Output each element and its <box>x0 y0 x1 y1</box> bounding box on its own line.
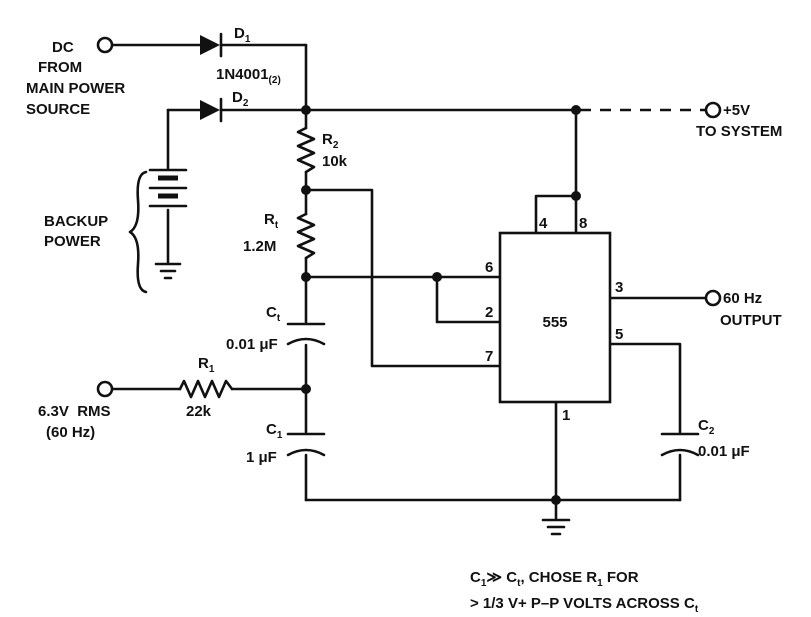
ground-battery <box>154 262 182 280</box>
ac-input-freq: (60 Hz) <box>46 424 95 441</box>
pin-5-label: 5 <box>615 326 623 343</box>
junctions <box>301 105 581 505</box>
r1-input-label: R1 <box>198 355 215 375</box>
c2-label: C2 <box>698 417 715 437</box>
capacitor-ct <box>286 322 326 346</box>
c2-value: 0.01 μF <box>698 443 750 460</box>
r1-input-value: 22k <box>186 403 212 420</box>
resistor-r1-upper <box>296 212 316 260</box>
capacitor-c1 <box>286 432 326 457</box>
pin-4-label: 4 <box>539 215 548 232</box>
ic-555-label: 555 <box>542 314 567 331</box>
svg-text:FROM: FROM <box>38 59 82 76</box>
c1-value: 1 μF <box>246 449 277 466</box>
svg-text:BACKUP: BACKUP <box>44 213 108 230</box>
pin-7-label: 7 <box>485 348 493 365</box>
r2-value: 10k <box>322 153 348 170</box>
pin-1-label: 1 <box>562 407 570 424</box>
ground-main <box>541 518 571 536</box>
r2-label: R2 <box>322 131 339 151</box>
svg-text:> 1/3 V+ P–P VOLTS ACROSS Ct: > 1/3 V+ P–P VOLTS ACROSS Ct <box>470 595 699 615</box>
vcc-output-label: +5V <box>723 102 750 119</box>
brace <box>128 170 148 294</box>
ic-555-body <box>498 231 612 404</box>
ct-label: Ct <box>266 304 281 324</box>
terminal-5v-output <box>704 101 722 119</box>
svg-text:SOURCE: SOURCE <box>26 101 90 118</box>
diode-d2 <box>200 97 223 123</box>
d2-label: D2 <box>232 89 249 109</box>
ct-value: 0.01 μF <box>226 336 278 353</box>
d1-label: D1 <box>234 25 251 45</box>
capacitor-c2 <box>660 432 700 457</box>
pin-3-label: 3 <box>615 279 623 296</box>
freq-output-label: 60 Hz <box>723 290 762 307</box>
terminal-60hz-output <box>704 289 722 307</box>
dc-source-label: DC FROM MAIN POWER SOURCE <box>26 39 125 118</box>
svg-text:C1≫ Ct, CHOSE R1 FOR: C1≫ Ct, CHOSE R1 FOR <box>470 569 639 589</box>
pin-6-label: 6 <box>485 259 493 276</box>
ac-input-label: 6.3V RMS <box>38 403 111 420</box>
freq-output-label-2: OUTPUT <box>720 312 782 329</box>
pin-2-label: 2 <box>485 304 493 321</box>
c1-label: C1 <box>266 421 283 441</box>
resistor-r2 <box>296 126 316 174</box>
resistor-r1-input <box>178 379 234 399</box>
battery-backup <box>148 168 188 208</box>
backup-power-label: BACKUP POWER <box>44 213 108 250</box>
terminal-dc-input <box>96 36 114 54</box>
r1-upper-value: 1.2M <box>243 238 276 255</box>
r1-upper-label: Rt <box>264 211 279 231</box>
diode-part-label: 1N4001(2) <box>216 66 281 86</box>
svg-text:DC: DC <box>52 39 74 56</box>
svg-text:POWER: POWER <box>44 233 101 250</box>
terminal-ac-input <box>96 380 114 398</box>
design-note: C1≫ Ct, CHOSE R1 FOR > 1/3 V+ P–P VOLTS … <box>470 569 699 615</box>
diode-d1 <box>200 32 223 58</box>
vcc-output-label-2: TO SYSTEM <box>696 123 782 140</box>
svg-text:MAIN POWER: MAIN POWER <box>26 80 125 97</box>
pin-8-label: 8 <box>579 215 587 232</box>
